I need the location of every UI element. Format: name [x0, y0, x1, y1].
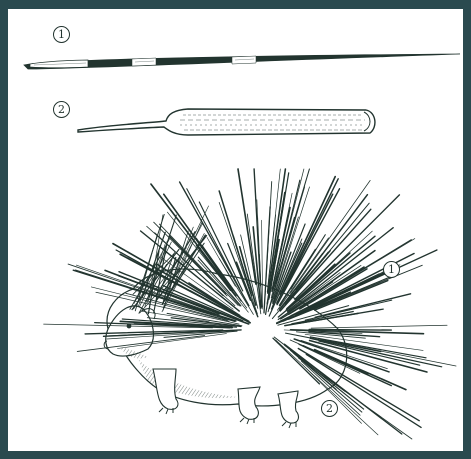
quill-long-banded — [24, 54, 460, 69]
marker-porcupine-back: 1 — [383, 261, 400, 278]
quill-thick-hollow — [78, 109, 375, 135]
marker-quill-bottom: 2 — [53, 101, 70, 118]
engraving-svg — [8, 9, 463, 451]
illustration-canvas: 1 2 1 2 — [8, 9, 463, 451]
marker-porcupine-rump: 2 — [321, 400, 338, 417]
quill-stroke — [295, 195, 400, 300]
marker-quill-top: 1 — [53, 26, 70, 43]
